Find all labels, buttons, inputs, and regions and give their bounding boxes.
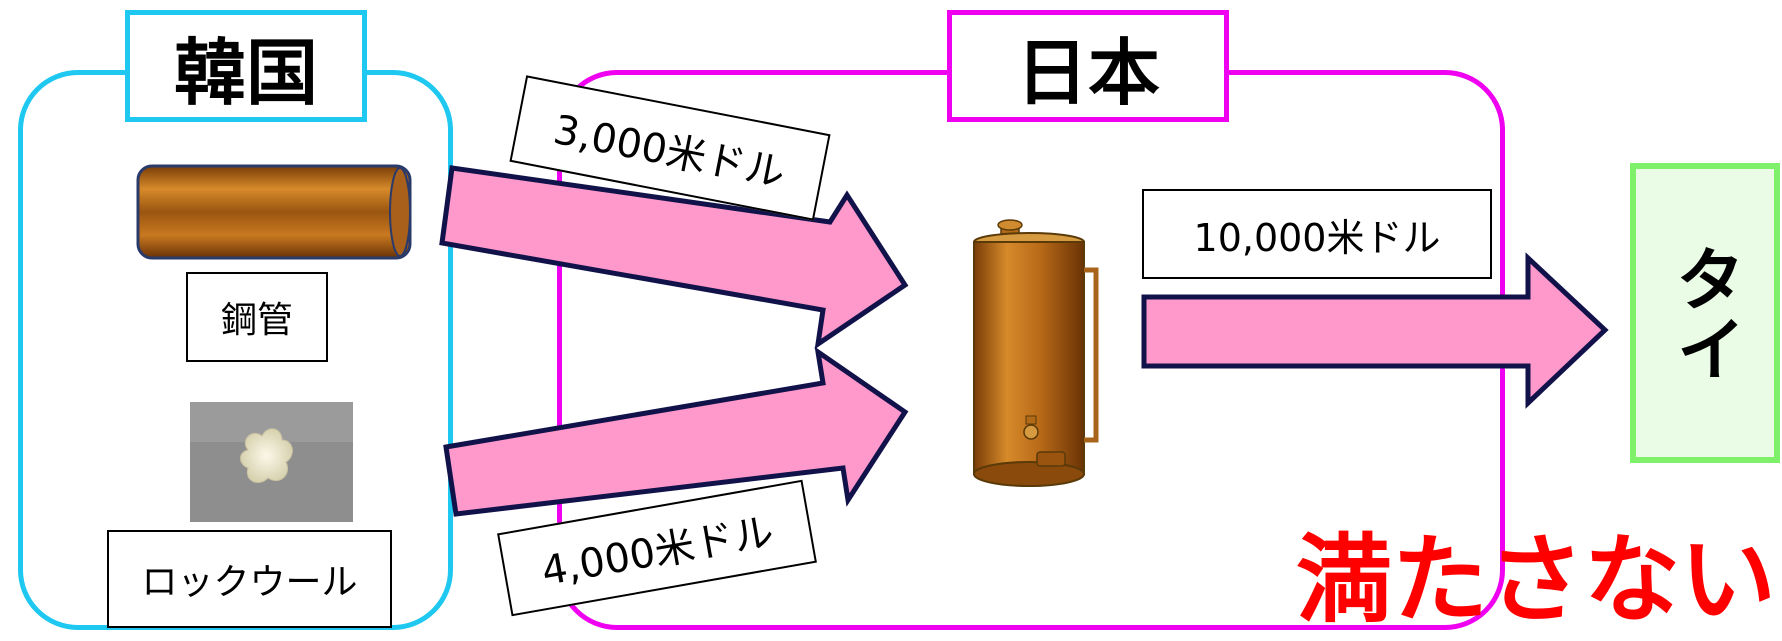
verdict-text: 満たさない [1296,523,1776,636]
korea-title: 韓国 [125,10,367,122]
thailand-title: タイ [1664,243,1747,383]
japan-title: 日本 [947,10,1229,122]
rock-wool-label: ロックウール [107,530,392,628]
steel-pipe-label: 鋼管 [186,272,328,362]
arrow-export [1141,252,1609,409]
thailand-box: タイ [1630,163,1780,463]
arrow-rock-wool [443,346,909,517]
steel-pipe-image [136,164,412,260]
water-heater-image [973,219,1099,487]
rock-wool-image [190,402,353,522]
product-price-label: 10,000米ドル [1142,189,1492,279]
arrow-steel-pipe [439,165,909,350]
